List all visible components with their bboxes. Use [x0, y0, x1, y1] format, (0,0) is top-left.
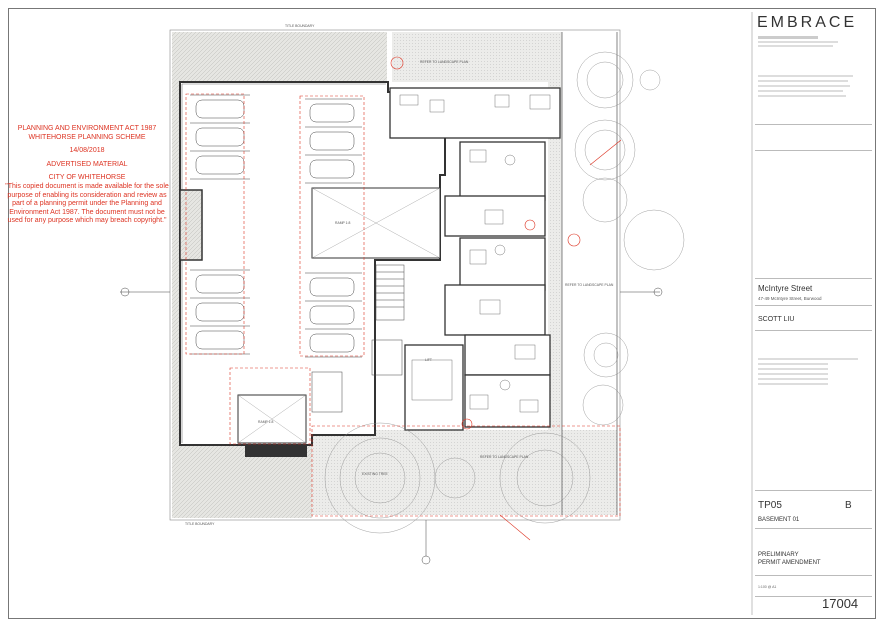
divider-status — [755, 528, 872, 529]
label-landscape-mid: REFER TO LANDSCAPE PLAN — [565, 283, 614, 287]
status-preliminary: PRELIMINARY — [758, 552, 799, 558]
general-notes-placeholder — [758, 75, 853, 97]
client-name: SCOTT LIU — [758, 316, 795, 323]
divider-client — [755, 305, 872, 306]
label-landscape-top: REFER TO LANDSCAPE PLAN — [420, 60, 469, 64]
label-ramp-top: RAMP 1:8 — [335, 221, 351, 225]
revision-letter: B — [845, 500, 852, 511]
divider-revisions — [755, 330, 872, 331]
project-address: 47-49 McIntyre Street, Burwood — [758, 296, 822, 301]
setback-hatch-top-left — [172, 32, 387, 82]
drawing-title: BASEMENT 01 — [758, 517, 800, 523]
boundary-markers — [120, 287, 663, 565]
divider-project — [755, 278, 872, 279]
landscape-bottom — [312, 430, 617, 515]
stamp-council: CITY OF WHITEHORSE — [48, 174, 126, 182]
label-lift: LIFT — [425, 358, 432, 362]
stamp-body: "This copied document is made available … — [5, 182, 169, 225]
stamp-act: PLANNING AND ENVIRONMENT ACT 1987 — [17, 125, 157, 132]
label-existing-tree: EXISTING TREE — [362, 472, 388, 476]
setback-hatch-left — [172, 82, 180, 517]
stamp-date: 14/08/2018 — [69, 147, 105, 155]
label-boundary-top: TITLE BOUNDARY — [285, 24, 315, 28]
embrace-logo: EMBRACE — [757, 14, 858, 31]
job-number: 17004 — [822, 596, 859, 611]
divider-drawing-number — [755, 490, 872, 491]
divider-notes-end — [755, 150, 872, 151]
revision-table-placeholder — [758, 358, 858, 385]
landscape-right — [548, 80, 562, 435]
advertised-material-stamp: PLANNING AND ENVIRONMENT ACT 1987 WHITEH… — [2, 125, 172, 226]
landscape-top — [392, 32, 562, 82]
divider-scale — [755, 575, 872, 576]
label-boundary-bottom: TITLE BOUNDARY — [185, 522, 215, 526]
label-landscape-bottom: REFER TO LANDSCAPE PLAN — [480, 455, 529, 459]
tree-canopies — [324, 51, 685, 534]
project-name: McIntyre Street — [758, 284, 813, 293]
stamp-status: ADVERTISED MATERIAL — [46, 160, 128, 168]
stair-core — [311, 264, 405, 413]
sheet-border — [8, 8, 876, 619]
car-bays-middle — [305, 98, 362, 358]
dwelling-walls — [389, 87, 561, 431]
stamp-scheme: WHITEHORSE PLANNING SCHEME — [28, 133, 146, 141]
status-permit-amendment: PERMIT AMENDMENT — [758, 560, 821, 566]
divider-job — [755, 596, 872, 597]
red-markups — [185, 56, 622, 541]
divider-notes — [755, 124, 872, 125]
scale: 1:100 @ A1 — [758, 585, 777, 589]
drawing-number: TP05 — [758, 500, 782, 511]
label-ramp-bottom: RAMP 1:8 — [258, 420, 274, 424]
firm-details-placeholder — [758, 36, 838, 47]
interior-fittings — [399, 94, 551, 413]
